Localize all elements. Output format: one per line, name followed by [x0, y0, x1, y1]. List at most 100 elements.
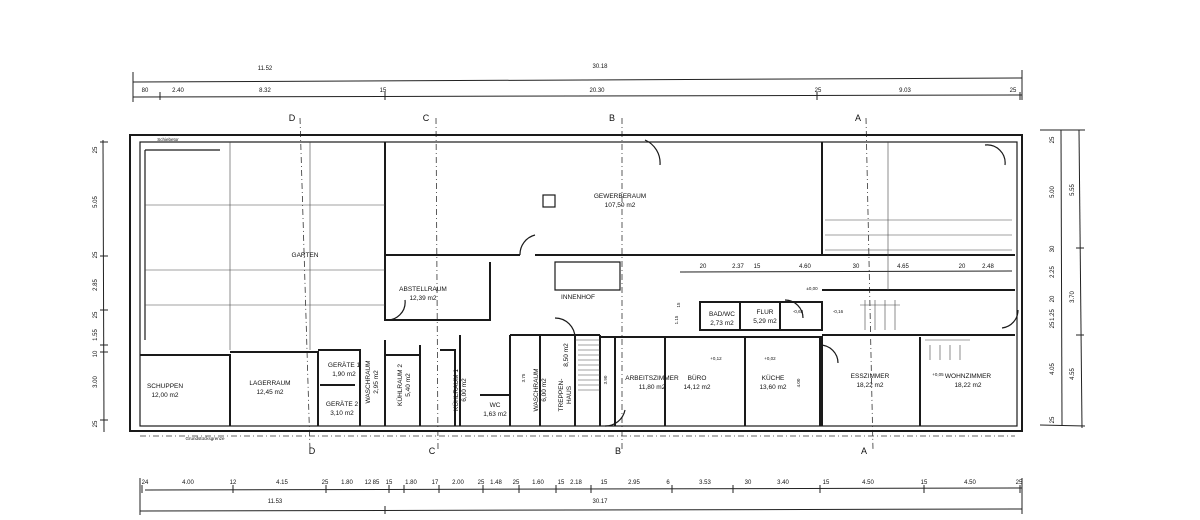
room-name: FLUR	[757, 309, 774, 316]
dimension-label: 12	[230, 480, 237, 486]
dimension-label: 4.60	[799, 264, 811, 270]
dimension-label: 1.15	[674, 315, 679, 324]
dimension-label: 3.53	[699, 480, 711, 486]
room-name: KÜCHE	[762, 374, 785, 382]
room-area: 12,00 m2	[151, 392, 178, 399]
section-marker: A	[861, 446, 867, 456]
dimension-label: 11.52	[258, 66, 273, 72]
room-name: BÜRO	[688, 374, 707, 382]
room-name: WC	[490, 402, 501, 409]
dimension-label: 15	[823, 480, 830, 486]
dimension-label: 25	[93, 146, 99, 153]
dimension-label: 3.40	[777, 480, 789, 486]
dimension-label: 15	[754, 264, 761, 270]
room-name: KÜHLRAUM 1	[452, 369, 460, 411]
room-area: 12,45 m2	[256, 389, 283, 396]
dimension-label: 4.55	[1070, 368, 1076, 380]
dimension-label: 5.00	[1050, 186, 1056, 198]
room-name: KÜHLRAUM 2	[396, 364, 404, 406]
dimension-label: 1.48	[490, 480, 502, 486]
dimension-label: 3.00	[93, 376, 99, 388]
dimension-label: 1.60	[532, 480, 544, 486]
section-marker: C	[423, 113, 430, 123]
section-lines	[140, 117, 1015, 451]
dimension-label: 1.80	[405, 480, 417, 486]
dimension-label: 8.32	[259, 88, 271, 94]
room-area: 107,50 m2	[605, 202, 636, 209]
dimension-label: 2.18	[570, 480, 582, 486]
room-area: 5,29 m2	[753, 318, 777, 325]
room-name: GEWERBERAUM	[594, 193, 646, 200]
room-name: GERÄTE 1	[328, 361, 361, 369]
dimension-label: 15	[601, 480, 608, 486]
section-marker: B	[609, 113, 615, 123]
room-area: 2,95 m2	[373, 370, 380, 394]
dimension-label: 24	[142, 480, 149, 486]
gate-label: Schiebetor	[157, 137, 179, 142]
dimension-label: 30	[1050, 245, 1056, 252]
dimension-label: 15	[921, 480, 928, 486]
room-name: ESSZIMMER	[851, 373, 890, 380]
dimension-label: 25	[93, 251, 99, 258]
room-area: 1,90 m2	[332, 371, 356, 378]
dimension-label: 25	[93, 420, 99, 427]
dimension-label: 3.90	[603, 375, 608, 384]
room-name: BAD/WC	[709, 311, 735, 318]
level-marker: +0,12	[710, 356, 722, 361]
room-area: 6,00 m2	[541, 378, 548, 402]
dimension-label: 2.25	[1050, 266, 1056, 278]
room-area: 5,40 m2	[405, 373, 412, 397]
dimension-label: 15	[386, 480, 393, 486]
room-area: 18,22 m2	[954, 382, 981, 389]
dimension-label: 80	[142, 88, 149, 94]
dimension-label: 25	[478, 480, 485, 486]
room-area: 6,00 m2	[461, 378, 468, 402]
dimension-label: 15	[380, 88, 387, 94]
room-name: ABSTELLRAUM	[399, 286, 447, 293]
dimension-label: 12	[365, 480, 372, 486]
dimension-label: 25	[513, 480, 520, 486]
dimension-label: 17	[432, 480, 439, 486]
property-boundary-label: Grundstücksgrenze	[185, 436, 225, 441]
dimension-label: 2.85	[93, 279, 99, 291]
dimension-label: 30.17	[592, 499, 608, 505]
dimension-label: 30	[853, 264, 860, 270]
room-area: 11,80 m2	[639, 384, 666, 391]
dimension-label: 20	[700, 264, 707, 270]
section-marker: C	[429, 446, 436, 456]
dimension-label: 1.80	[341, 480, 353, 486]
dimension-label: 3.70	[1070, 291, 1076, 303]
dimension-label: 4.05	[1050, 363, 1056, 375]
dimension-label: 4.50	[964, 480, 976, 486]
dimension-label: 11.53	[268, 499, 283, 505]
room-name: WASCHRAUM	[533, 368, 540, 411]
dimension-label: 4.00	[796, 378, 801, 387]
room-area: 12,39 m2	[409, 295, 436, 302]
room-name: GERÄTE 2	[326, 400, 359, 408]
dimension-label: 25	[322, 480, 329, 486]
room-name: WOHNZIMMER	[945, 373, 992, 380]
dimension-label: 20	[959, 264, 966, 270]
dimension-label: 2.48	[982, 264, 994, 270]
dimension-label: 2.00	[452, 480, 464, 486]
dimension-label: 5.05	[93, 196, 99, 208]
dimension-label: 30.18	[592, 64, 608, 70]
room-area: 13,60 m2	[759, 384, 786, 391]
dimension-label: 25	[1050, 136, 1056, 143]
room-area: 2,73 m2	[710, 320, 734, 327]
room-name: GARTEN	[292, 252, 319, 259]
room-area: 3,10 m2	[330, 410, 354, 417]
dimension-label: 2.95	[628, 480, 640, 486]
dimension-label: 3.75	[521, 373, 526, 382]
section-marker: A	[855, 113, 861, 123]
dimension-label: 9.03	[899, 88, 911, 94]
room-name: 8,50 m2	[563, 343, 570, 367]
dimension-label: 4.50	[862, 480, 874, 486]
level-marker: -0,16	[833, 309, 844, 314]
room-area: 1,63 m2	[483, 411, 507, 418]
dimension-label: 25	[93, 311, 99, 318]
dimension-label: 15	[558, 480, 565, 486]
dimension-label: 85	[373, 480, 380, 486]
dimension-label: 4.15	[276, 480, 288, 486]
